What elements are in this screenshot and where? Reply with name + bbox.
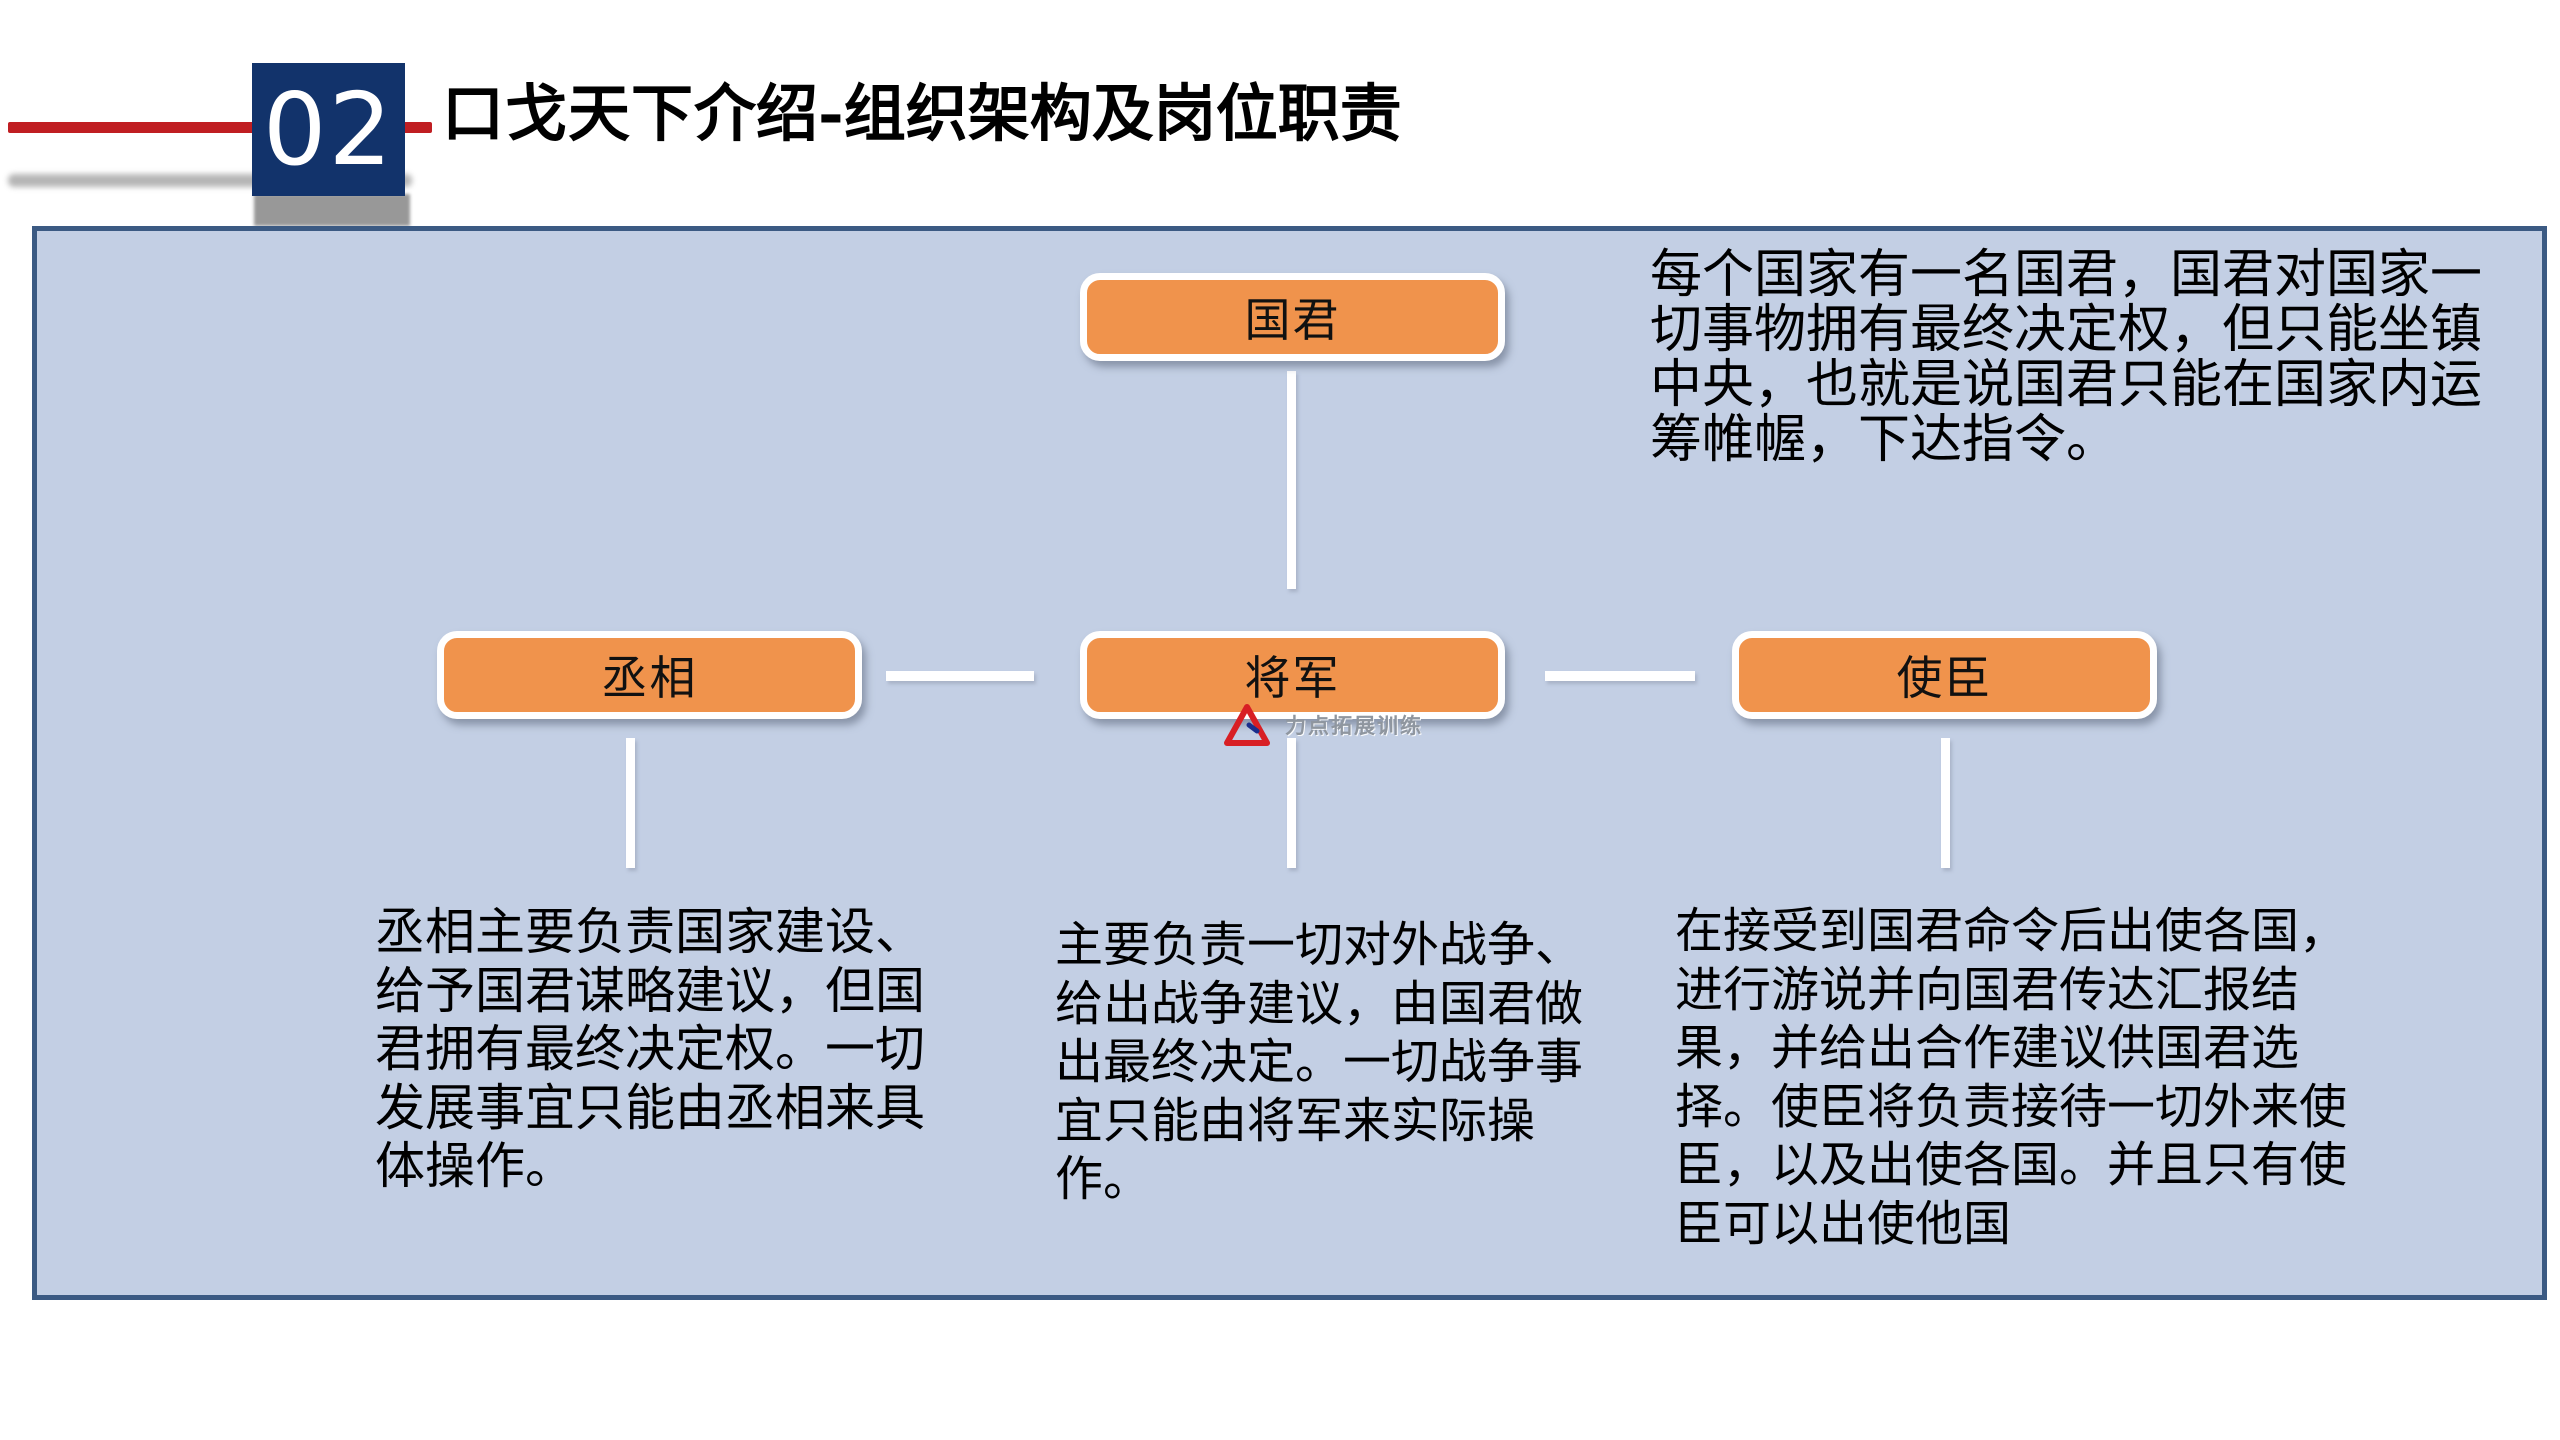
watermark-text: 力点拓展训练 xyxy=(1285,715,1423,738)
connector-chancellor-description xyxy=(626,738,635,868)
connector-general-envoy xyxy=(1545,671,1695,681)
connector-monarch-general xyxy=(1287,371,1296,589)
watermark-logo-icon xyxy=(1224,704,1270,746)
page-title-rest: 介绍-组织架构及岗位职责 xyxy=(694,77,1402,150)
org-node-envoy: 使臣 xyxy=(1732,631,2157,719)
org-node-monarch-label: 国君 xyxy=(1244,294,1341,346)
page-title: 口戈天下介绍-组织架构及岗位职责 xyxy=(442,70,1412,159)
section-badge-shadow xyxy=(254,194,410,226)
monarch-description: 每个国家有一名国君，国君对国家一切事物拥有最终决定权，但只能坐镇中央，也就是说国… xyxy=(1650,246,2483,470)
org-node-general: 将军 xyxy=(1080,631,1505,719)
diagram-panel: 国君 丞相 将军 使臣 每个国家有一名国君，国君对国家一切事物拥有最终决定权，但… xyxy=(32,226,2547,1300)
title-accent-line xyxy=(8,122,432,133)
connector-chancellor-general xyxy=(886,671,1034,681)
general-description: 主要负责一切对外战争、给出战争建议，由国君做出最终决定。一切战争事宜只能由将军来… xyxy=(1055,919,1584,1207)
org-node-chancellor: 丞相 xyxy=(437,631,862,719)
org-node-chancellor-label: 丞相 xyxy=(601,652,698,704)
org-node-envoy-label: 使臣 xyxy=(1896,652,1993,704)
watermark: 力点拓展训练 xyxy=(1223,703,1423,747)
chancellor-description: 丞相主要负责国家建设、给予国君谋略建议，但国君拥有最终决定权。一切发展事宜只能由… xyxy=(375,904,925,1194)
envoy-description: 在接受到国君命令后出使各国，进行游说并向国君传达汇报结果，并给出合作建议供国君选… xyxy=(1675,905,2348,1251)
page-title-emphasis: 口戈天下 xyxy=(442,80,695,149)
org-node-general-label: 将军 xyxy=(1244,652,1341,704)
org-node-monarch: 国君 xyxy=(1080,273,1505,361)
section-badge: 02 xyxy=(252,63,405,196)
connector-general-description xyxy=(1287,738,1296,868)
connector-envoy-description xyxy=(1941,738,1950,868)
section-number: 02 xyxy=(262,71,395,188)
